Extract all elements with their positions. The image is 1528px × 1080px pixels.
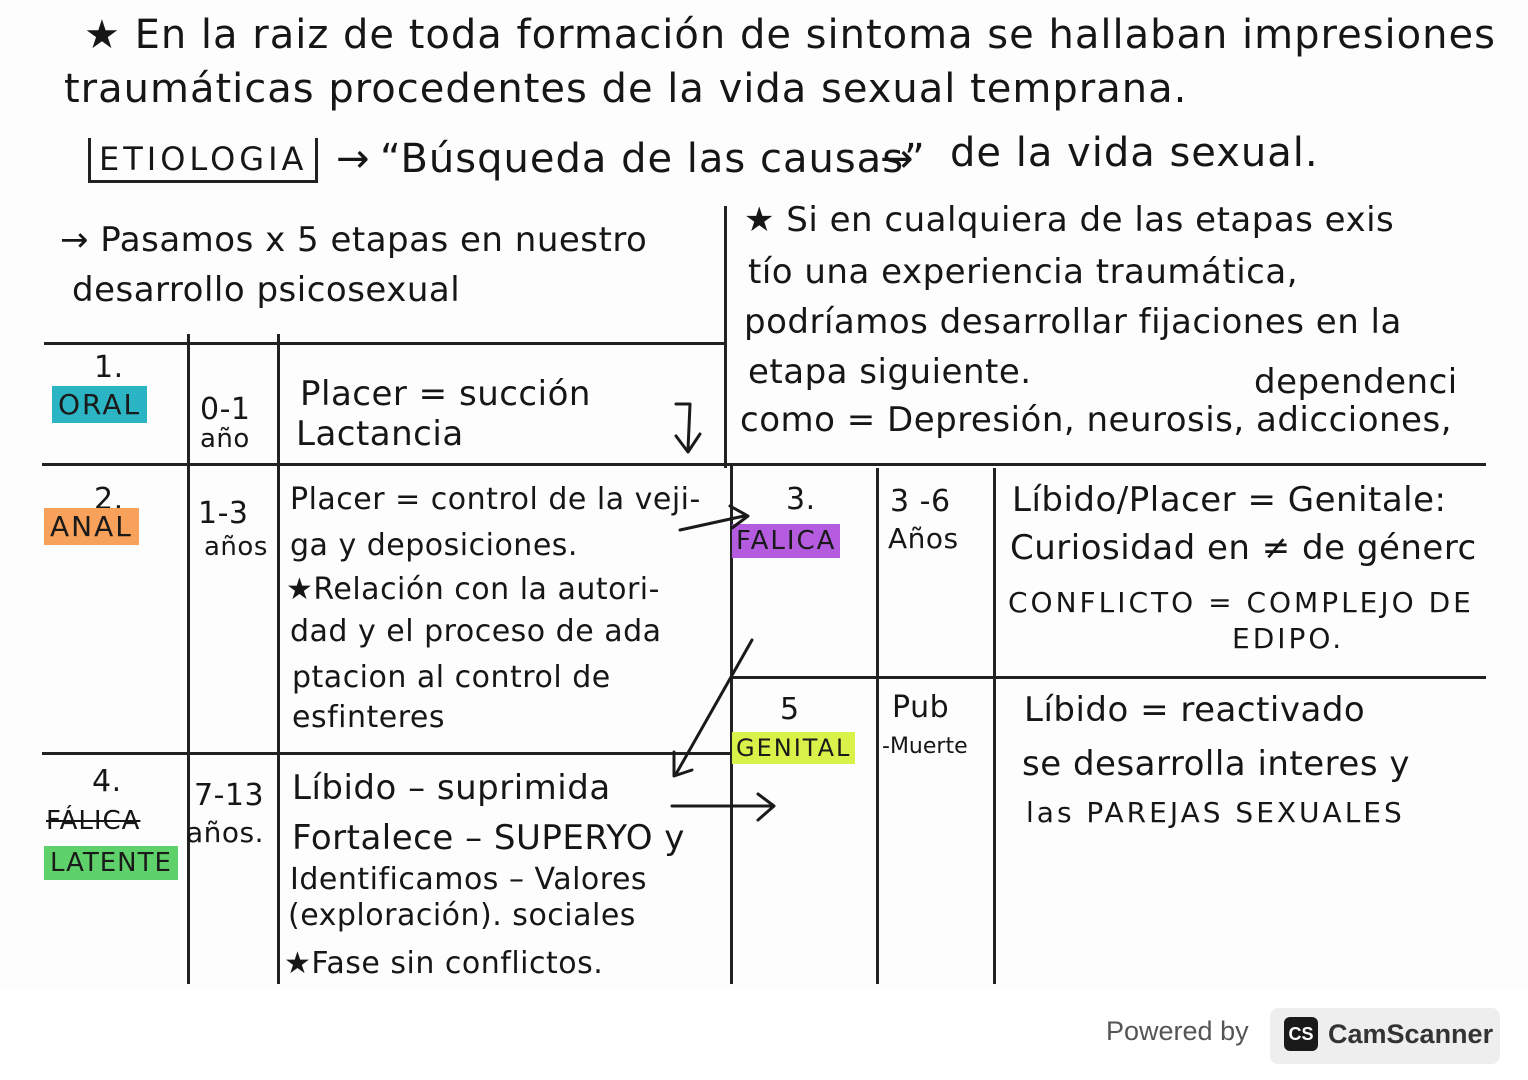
arrow-oral-to-anal-icon — [674, 402, 702, 454]
genital-desc-1: Líbido = reactivado — [1024, 690, 1366, 730]
camscanner-brand: CamScanner — [1328, 1019, 1494, 1049]
genital-desc-2: se desarrolla interes y — [1022, 744, 1410, 784]
right-note-line-1: ★ Si en cualquiera de las etapas exis — [744, 200, 1395, 240]
camscanner-logo-icon: CS — [1284, 1017, 1318, 1051]
powered-by-text: Powered by — [1106, 1016, 1249, 1046]
falica-desc-4: EDIPO. — [1232, 622, 1345, 655]
genital-age-2: -Muerte — [882, 734, 968, 759]
arrow-latente-to-genital-icon — [670, 792, 776, 822]
right-note-line-2: tío una experiencia traumática, — [748, 252, 1299, 292]
table-line-row-2-left — [42, 752, 732, 755]
falica-desc-2: Curiosidad en ≠ de génerc — [1010, 528, 1477, 568]
table-col-1 — [187, 334, 190, 984]
latente-desc-5: ★Fase sin conflictos. — [284, 946, 604, 981]
latente-age-2: años. — [186, 816, 265, 849]
genital-label: GENITAL — [732, 732, 856, 764]
anal-desc-6: esfinteres — [292, 700, 445, 735]
latente-desc-1: Líbido – suprimida — [292, 768, 611, 808]
etiologia-arrow-1: → — [336, 136, 371, 182]
latente-crossed-out: FÁLICA — [46, 806, 141, 836]
latente-num: 4. — [92, 764, 122, 799]
table-col-4 — [993, 468, 996, 984]
left-intro-line-1: → Pasamos x 5 etapas en nuestro — [60, 220, 648, 260]
falica-age-2: Años — [888, 522, 959, 555]
oral-desc-1: Placer = succión — [300, 374, 591, 414]
oral-desc-2: Lactancia — [296, 414, 464, 454]
etiologia-phrase: “Búsqueda de las causas” — [380, 136, 926, 182]
intro-line-1: ★ En la raiz de toda formación de sintom… — [84, 12, 1496, 58]
genital-desc-3: las PAREJAS SEXUALES — [1026, 796, 1405, 829]
right-note-line-5: como = Depresión, neurosis, adicciones, — [740, 400, 1453, 440]
intro-line-2: traumáticas procedentes de la vida sexua… — [64, 66, 1188, 112]
table-divider-bottom — [730, 466, 733, 984]
table-col-2 — [277, 334, 280, 984]
scanned-page — [0, 0, 1528, 990]
genital-age-1: Pub — [892, 690, 950, 725]
latente-label: LATENTE — [44, 846, 178, 880]
anal-desc-2: ga y deposiciones. — [290, 528, 578, 563]
latente-desc-2: Fortalece – SUPERYO y — [292, 818, 685, 858]
etiologia-box: ETIOLOGIA — [88, 138, 319, 183]
falica-num: 3. — [786, 482, 816, 517]
falica-desc-3: CONFLICTO = COMPLEJO DE — [1008, 586, 1474, 619]
oral-age-1: 0-1 — [200, 392, 251, 427]
oral-label: ORAL — [52, 386, 148, 423]
arrow-anal-to-falica-icon — [678, 504, 750, 532]
falica-desc-1: Líbido/Placer = Genitale: — [1012, 480, 1447, 520]
table-col-3 — [876, 468, 879, 984]
latente-desc-4: (exploración). sociales — [288, 898, 636, 933]
etiologia-tail: de la vida sexual. — [950, 130, 1319, 176]
anal-age-1: 1-3 — [198, 496, 249, 531]
left-intro-line-2: desarrollo psicosexual — [72, 270, 461, 310]
oral-num: 1. — [94, 350, 124, 385]
table-line-row-1 — [42, 463, 1486, 466]
anal-desc-1: Placer = control de la veji- — [290, 482, 701, 517]
arrows-layer — [670, 402, 776, 822]
right-note-line-4: etapa siguiente. — [748, 352, 1032, 392]
anal-desc-5: ptacion al control de — [292, 660, 611, 695]
anal-desc-3: ★Relación con la autori- — [286, 572, 660, 607]
table-line-row-2-right — [730, 676, 1486, 679]
anal-label: ANAL — [44, 508, 139, 545]
anal-desc-4: dad y el proceso de ada — [290, 614, 662, 649]
table-divider-top — [724, 206, 727, 468]
anal-age-2: años — [204, 532, 268, 562]
oral-age-2: año — [200, 424, 250, 454]
falica-label: FALICA — [732, 524, 841, 558]
right-note-dependency: dependenci — [1254, 362, 1458, 402]
latente-desc-3: Identificamos – Valores — [290, 862, 648, 897]
falica-age-1: 3 -6 — [890, 484, 951, 519]
right-note-line-3: podríamos desarrollar fijaciones en la — [744, 302, 1402, 342]
table-line-oral-top — [44, 342, 726, 345]
latente-age-1: 7-13 — [194, 778, 265, 813]
etiologia-arrow-2: → — [880, 136, 915, 182]
genital-num: 5 — [780, 692, 800, 727]
arrow-falica-to-latente-icon — [672, 638, 754, 778]
